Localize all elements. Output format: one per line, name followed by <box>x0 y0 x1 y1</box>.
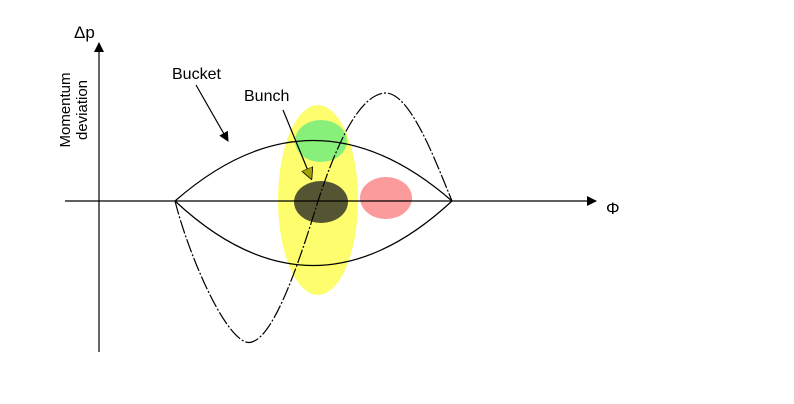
x-axis-symbol: Φ <box>606 199 620 218</box>
dark-bunch <box>294 181 348 223</box>
red-bunch <box>360 177 412 219</box>
bucket-label: Bucket <box>172 66 221 83</box>
y-axis-title-line2: deviation <box>74 80 91 140</box>
y-axis-title-line1: Momentum <box>57 72 74 147</box>
bunch-pointer-arrow <box>282 109 311 178</box>
bucket-pointer-arrow <box>195 84 229 142</box>
bunch-label: Bunch <box>244 88 289 105</box>
rf-voltage-curve <box>174 92 453 343</box>
y-axis-symbol: Δp <box>74 23 95 42</box>
